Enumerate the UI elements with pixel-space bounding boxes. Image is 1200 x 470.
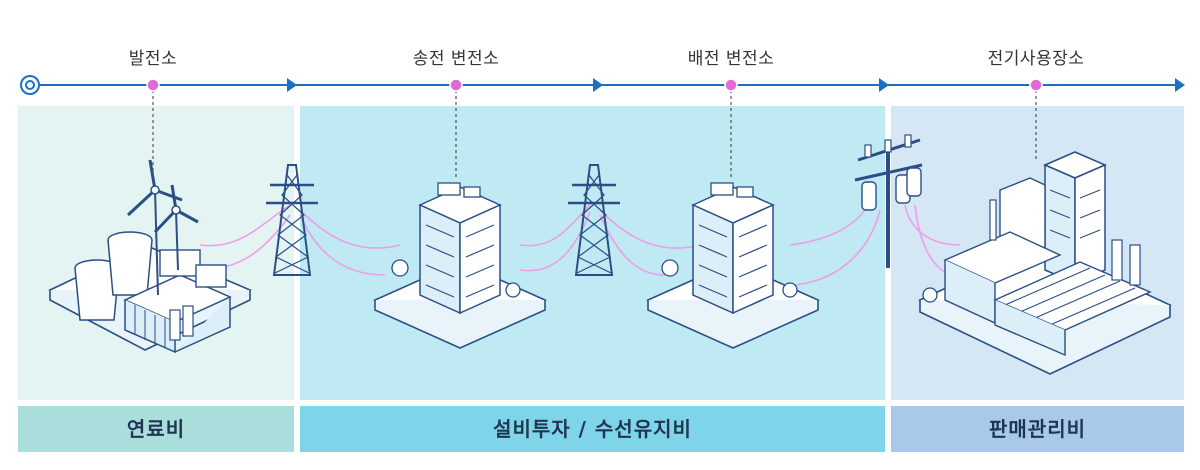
wire [794, 209, 881, 286]
panel-facility [300, 106, 885, 400]
stage-label: 배전 변전소 [687, 49, 775, 69]
wire [904, 204, 961, 246]
arrow-icon [287, 78, 297, 92]
category-bar-sales [891, 406, 1184, 452]
stage-marker [146, 78, 160, 92]
axis-start-icon [20, 75, 40, 95]
distribution-substation-illustration [647, 182, 819, 349]
wire [199, 204, 291, 247]
stage-label: 발전소 [128, 49, 178, 69]
category-label-fuel: 연료비 [126, 417, 186, 441]
stage-marker [449, 78, 463, 92]
category-label-sales: 판매관리비 [989, 417, 1086, 441]
arrow-icon [593, 78, 603, 92]
wire [599, 209, 701, 249]
axis-start-dot [25, 80, 35, 90]
wire [299, 214, 386, 276]
wire [519, 211, 591, 272]
wire [299, 209, 401, 249]
utility-pole-illustration [854, 134, 923, 268]
stage-marker [1029, 78, 1043, 92]
stage-marker [724, 78, 738, 92]
power-plant-illustration [48, 159, 252, 354]
stage-label: 전기사용장소 [987, 49, 1085, 69]
stage-label: 송전 변전소 [412, 49, 500, 69]
transmission-substation-illustration [374, 182, 546, 349]
arrow-icon [1175, 78, 1185, 92]
arrow-icon [879, 78, 889, 92]
consumer-site-illustration [918, 151, 1172, 375]
category-bar-fuel [18, 406, 294, 452]
category-label-facility: 설비투자 / 수선유지비 [493, 417, 692, 441]
category-bar-facility [300, 406, 885, 452]
